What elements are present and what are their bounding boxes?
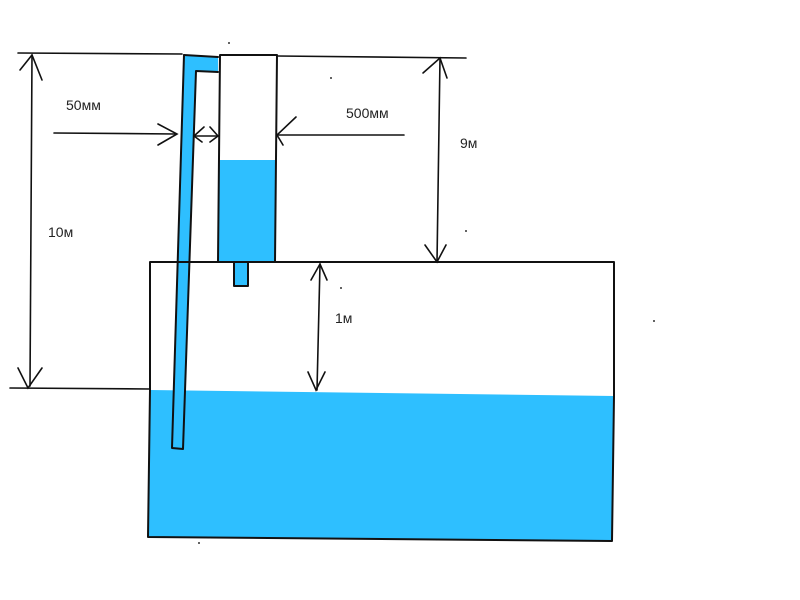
- top-reference-line: [17, 52, 183, 55]
- arrowhead-up-icon: [19, 53, 43, 81]
- arrowhead-up-icon: [422, 56, 448, 79]
- stray-dot: [330, 77, 332, 79]
- label-50mm: 50мм: [66, 97, 101, 113]
- vessel-outlet-water: [234, 262, 248, 286]
- vessel-outline: [217, 54, 278, 263]
- arrowhead-right-icon: [157, 123, 179, 146]
- pipe-water: [172, 55, 218, 449]
- label-10m: 10м: [48, 224, 73, 240]
- vessel-water: [218, 160, 276, 262]
- arrowhead-down-icon: [17, 367, 43, 390]
- stray-dot: [653, 320, 655, 322]
- arrowhead-left-icon: [275, 116, 297, 146]
- dimension-10m-line: [29, 54, 33, 387]
- arrowhead-down-icon: [424, 244, 447, 264]
- tank-outline: [147, 261, 615, 542]
- label-9m: 9м: [460, 135, 477, 151]
- arrowhead-right-icon: [209, 126, 220, 143]
- label-500mm: 500мм: [346, 105, 389, 121]
- dimension-50mm-line: [53, 132, 177, 135]
- stray-dot: [228, 42, 230, 44]
- stray-dot: [340, 287, 342, 289]
- stray-dot: [198, 542, 200, 544]
- siphon-pipe-top: [183, 54, 219, 58]
- dimension-9m-line: [436, 57, 441, 263]
- arrowhead-up-icon: [310, 262, 328, 281]
- water-level-reference-line: [9, 387, 151, 390]
- dimension-1m-line: [316, 263, 321, 391]
- label-1m: 1м: [335, 310, 352, 326]
- top-reference-line-right: [276, 55, 467, 59]
- siphon-pipe: [171, 54, 219, 450]
- vessel-outlet: [233, 261, 249, 287]
- arrowhead-left-icon: [192, 126, 205, 143]
- tank-water: [148, 390, 614, 541]
- arrowhead-down-icon: [307, 371, 326, 392]
- stray-dot: [465, 230, 467, 232]
